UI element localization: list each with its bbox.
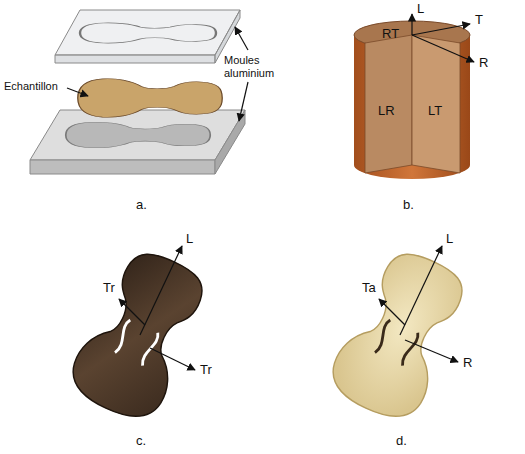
axis-label: L — [446, 232, 453, 247]
mould-top-face — [55, 10, 240, 55]
wood-cylinder — [354, 21, 470, 179]
leader-arrow — [67, 88, 88, 96]
axis-arrow — [379, 299, 405, 325]
axis-arrow — [412, 24, 470, 35]
axis-arrow — [405, 340, 458, 362]
panel-caption: a. — [136, 198, 147, 213]
leader-arrow — [239, 82, 248, 121]
mould-groove — [80, 23, 216, 43]
axis-label: R — [463, 356, 472, 371]
axis-label: L — [186, 232, 193, 247]
axis-arrow — [140, 246, 182, 335]
axis-label: R — [479, 56, 488, 71]
axis-label: L — [417, 2, 424, 17]
axis-arrow — [150, 348, 195, 370]
light-violin — [323, 242, 478, 429]
cut-face-lt — [412, 35, 460, 173]
bottom-mould — [30, 110, 245, 174]
sample — [78, 79, 223, 118]
f-hole — [401, 332, 420, 367]
top-mould — [55, 10, 240, 63]
mould-top-face — [30, 110, 245, 160]
mould-front-face — [30, 160, 215, 174]
axis-label: Tr — [103, 281, 115, 296]
part-label: Echantillon — [4, 80, 58, 93]
leader-arrow — [235, 27, 248, 50]
axis-label: LR — [378, 104, 395, 119]
axis-label: Ta — [362, 281, 376, 296]
axis-label: T — [475, 13, 483, 28]
axis-arrow — [411, 14, 412, 35]
axis-arrow — [412, 35, 474, 62]
violin-body — [323, 242, 478, 429]
part-label: Moules aluminium — [224, 54, 282, 79]
axis-arrow — [400, 246, 442, 335]
axis-label: RT — [382, 27, 399, 42]
mould-side-face — [215, 110, 245, 174]
axis-label: LT — [428, 104, 442, 119]
mould-groove — [66, 122, 211, 148]
violin-body — [63, 242, 218, 429]
panel-caption: c. — [136, 434, 146, 449]
cylinder-body — [354, 35, 470, 179]
panel-caption: b. — [403, 198, 414, 213]
axis-label: Tr — [200, 363, 212, 378]
axis-arrow — [119, 299, 145, 325]
cut-face-lr — [365, 35, 412, 173]
f-hole — [373, 319, 392, 354]
f-hole — [141, 332, 160, 367]
panel-caption: d. — [396, 434, 407, 449]
mould-front-face — [55, 55, 215, 63]
f-hole — [113, 319, 132, 354]
dark-violin — [63, 242, 218, 429]
